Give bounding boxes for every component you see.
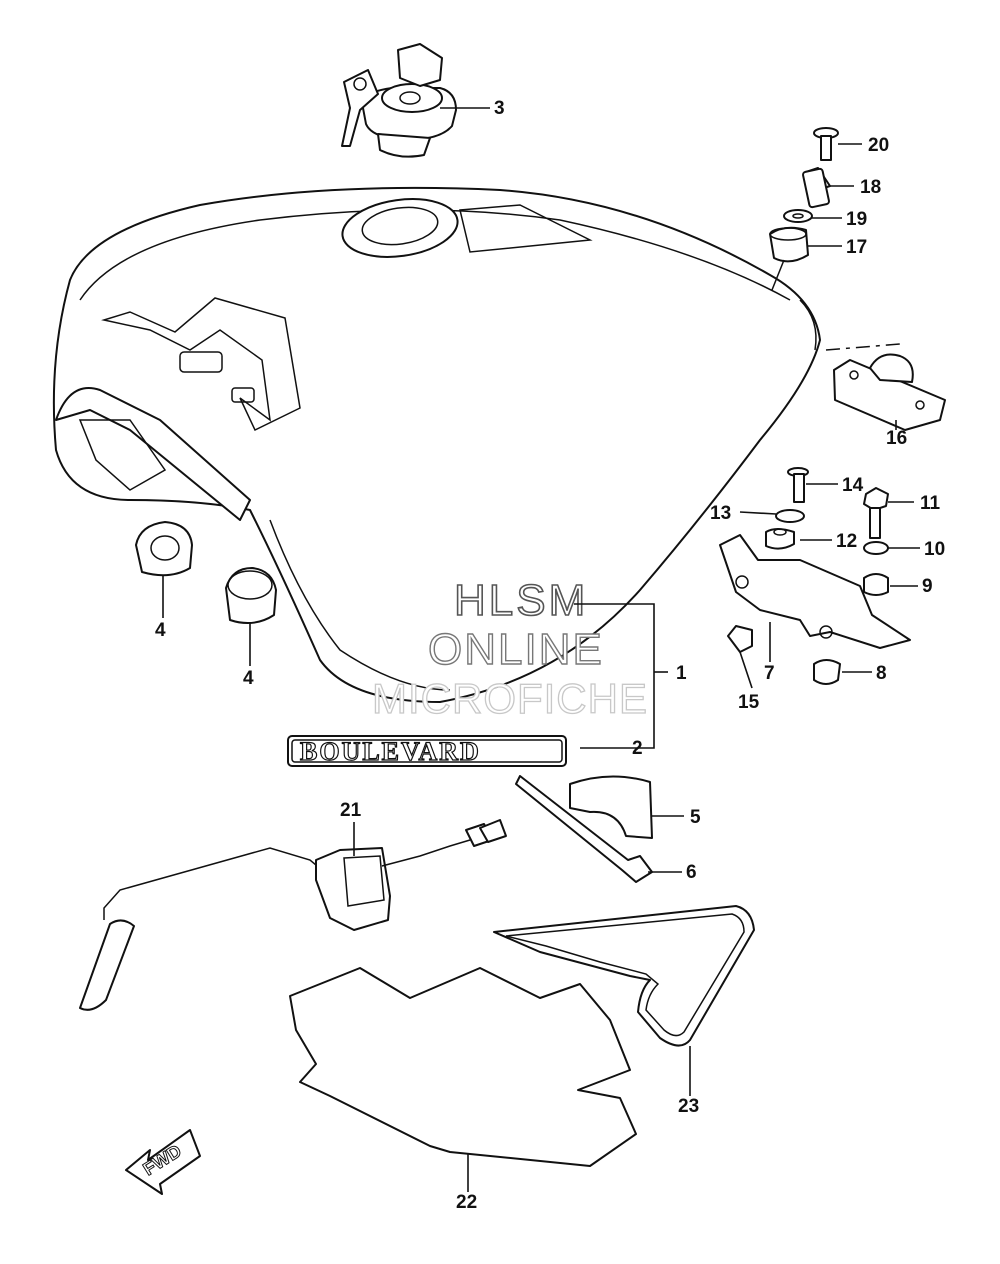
callout-20: 20 bbox=[868, 135, 889, 156]
emblem-text: BOULEVARD bbox=[300, 737, 481, 766]
watermark-line-3: MICROFICHE bbox=[372, 675, 648, 722]
screw-part-20 bbox=[813, 127, 839, 161]
callout-18: 18 bbox=[860, 177, 881, 198]
cushion-part-4-left bbox=[135, 521, 193, 577]
callout-1: 1 bbox=[676, 663, 687, 684]
bolt-part-11 bbox=[863, 487, 889, 539]
callout-14: 14 bbox=[842, 475, 864, 496]
callout-13: 13 bbox=[710, 503, 731, 524]
fuel-gauge-part-21 bbox=[79, 819, 507, 1011]
fuel-tank bbox=[52, 186, 821, 703]
fuel-cap-part-3 bbox=[341, 43, 457, 158]
watermark-line-1: HLSM bbox=[454, 576, 588, 625]
callout-3: 3 bbox=[494, 98, 505, 119]
washer-part-19 bbox=[783, 209, 813, 223]
callout-4-left: 4 bbox=[155, 620, 166, 641]
gasket-part-23 bbox=[493, 905, 755, 1047]
spacer-part-18 bbox=[802, 167, 831, 209]
callout-6: 6 bbox=[686, 862, 697, 883]
clamp-band-part-6 bbox=[515, 775, 653, 883]
callout-11: 11 bbox=[920, 493, 941, 514]
bracket-part-7 bbox=[719, 534, 911, 649]
callout-4-right: 4 bbox=[243, 668, 254, 689]
nut-part-8 bbox=[813, 659, 841, 685]
forward-arrow-icon: FWD bbox=[125, 1129, 201, 1195]
emblem-part-2: BOULEVARD bbox=[287, 735, 567, 767]
callout-5: 5 bbox=[690, 807, 701, 828]
bolt-part-14 bbox=[787, 467, 809, 503]
callout-23: 23 bbox=[678, 1096, 699, 1117]
callout-12: 12 bbox=[836, 531, 857, 552]
callout-15: 15 bbox=[738, 692, 760, 713]
callout-8: 8 bbox=[876, 663, 887, 684]
insulator-part-22 bbox=[289, 967, 637, 1167]
callout-17: 17 bbox=[846, 237, 867, 258]
watermark-line-2: ONLINE bbox=[428, 625, 604, 674]
bracket-part-16 bbox=[833, 353, 946, 431]
callout-19: 19 bbox=[846, 209, 867, 230]
callout-9: 9 bbox=[922, 576, 933, 597]
cover-part-5 bbox=[569, 775, 653, 839]
bolt-part-15 bbox=[727, 625, 753, 653]
grommet-part-9 bbox=[863, 573, 889, 596]
washer-part-13 bbox=[775, 509, 805, 523]
callout-10: 10 bbox=[924, 539, 945, 560]
leader-lines bbox=[162, 107, 920, 1192]
callouts: 3 4 4 1 2 5 6 15 7 8 9 10 11 12 13 14 16… bbox=[155, 98, 945, 1213]
callout-21: 21 bbox=[340, 800, 362, 821]
callout-2: 2 bbox=[632, 738, 643, 759]
collar-part-10 bbox=[863, 541, 889, 555]
cushion-part-4-right bbox=[225, 567, 277, 625]
cushion-part-17 bbox=[769, 226, 809, 263]
callout-22: 22 bbox=[456, 1192, 477, 1213]
cushion-part-12 bbox=[765, 528, 795, 550]
callout-7: 7 bbox=[764, 663, 775, 684]
callout-16: 16 bbox=[886, 428, 907, 449]
